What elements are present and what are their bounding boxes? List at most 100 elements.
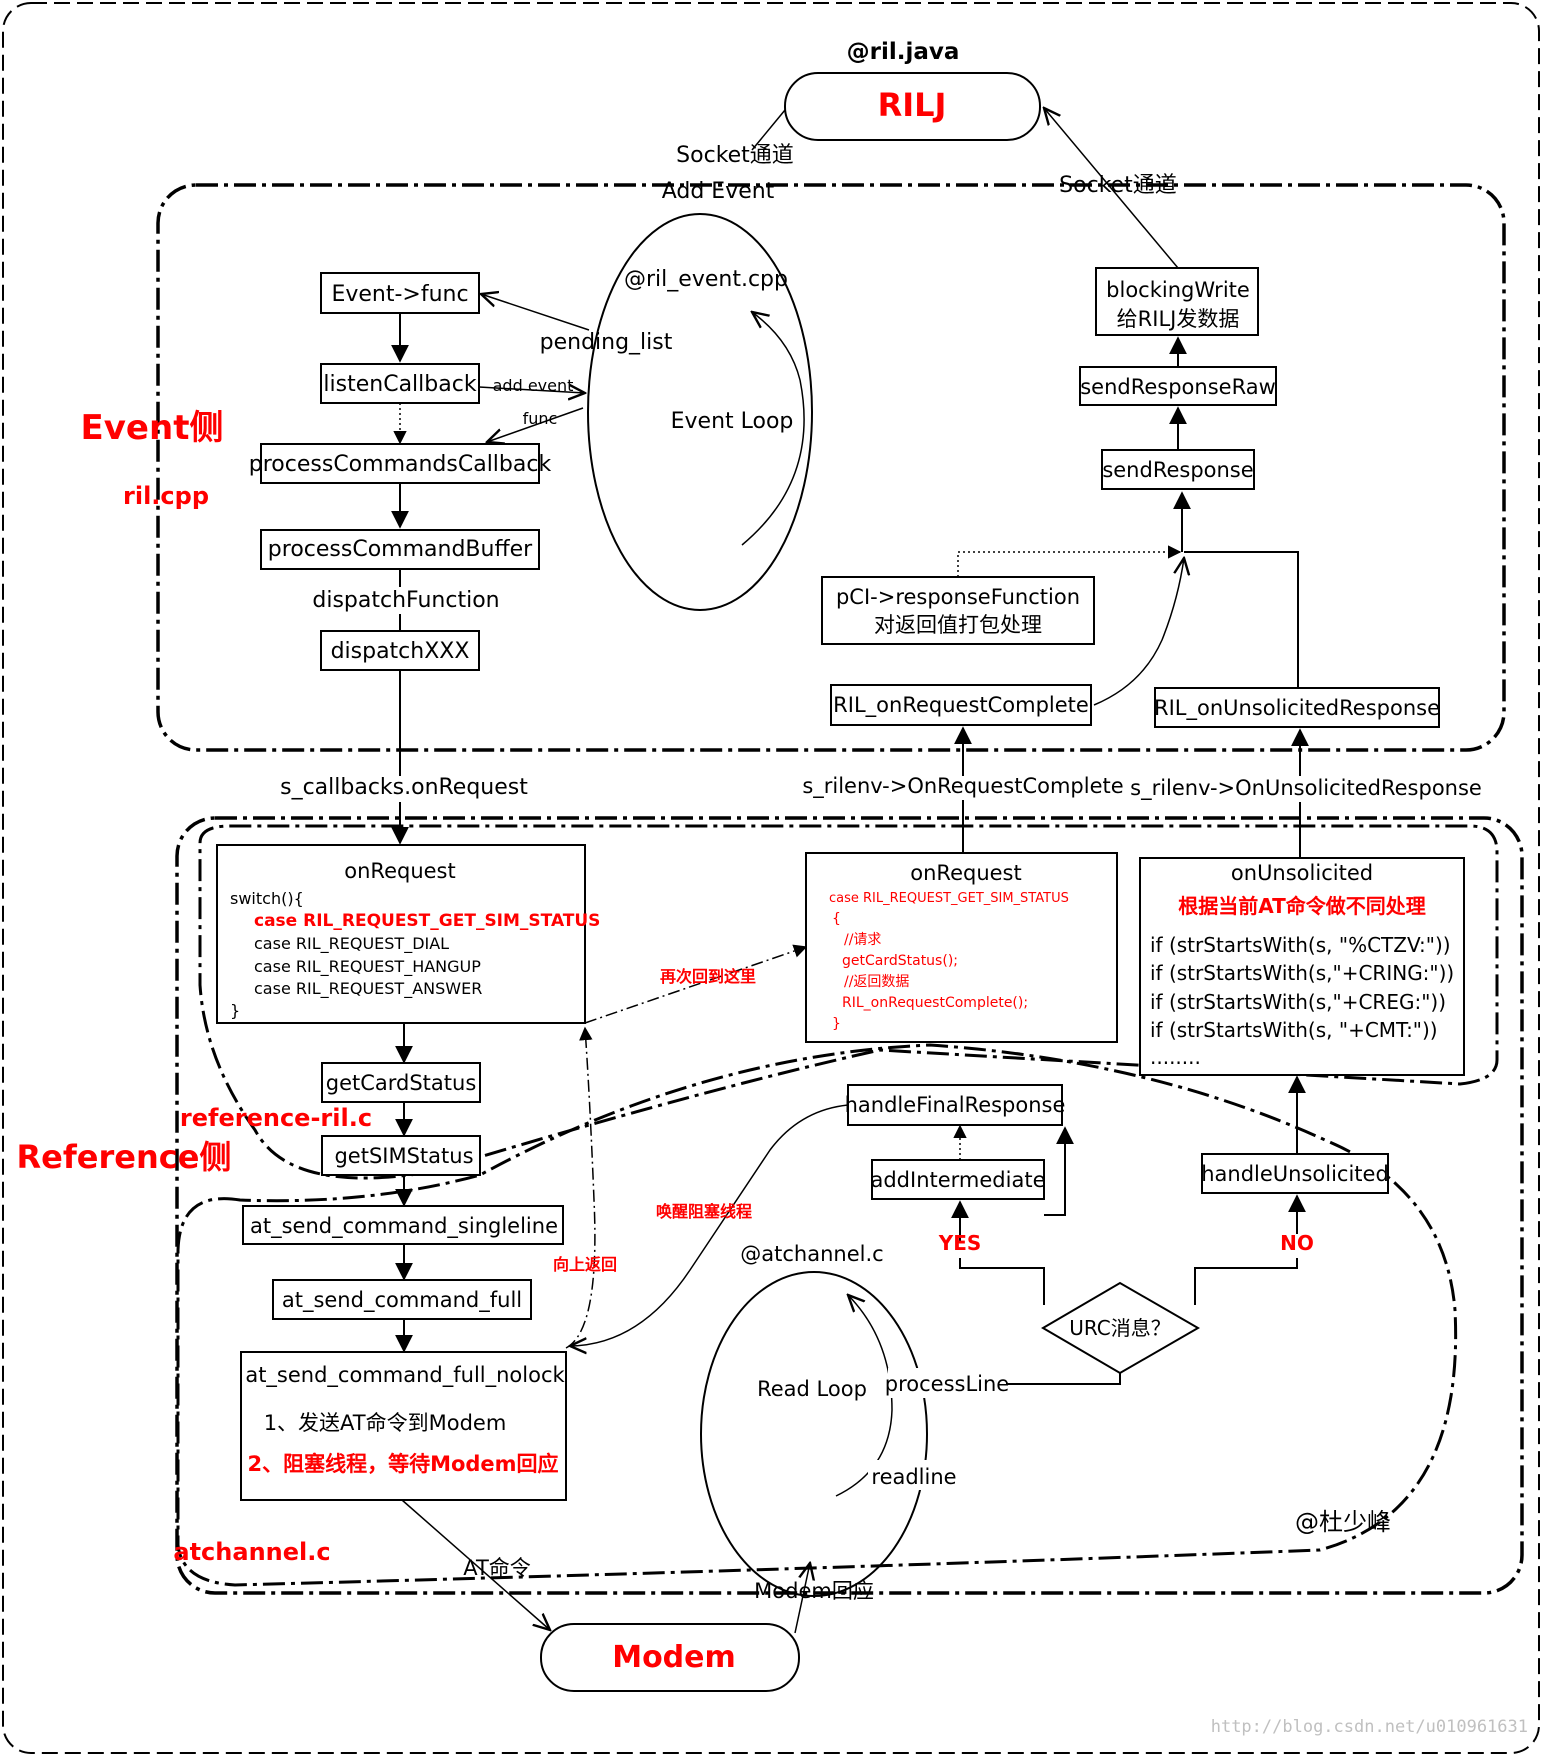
onrequest-detail-title: onRequest xyxy=(910,861,1021,885)
processline-bg xyxy=(888,1368,1006,1398)
onunsolicited-cmt: if (strStartsWith(s, "+CMT:")) xyxy=(1150,1018,1438,1042)
yes-label: YES xyxy=(938,1231,982,1255)
pci-label: pCI->responseFunction xyxy=(836,585,1080,609)
modem-reply-arrow xyxy=(794,1563,810,1634)
pending-list-label: pending_list xyxy=(540,330,673,355)
add-event-arrow xyxy=(478,387,585,393)
urc-no-line xyxy=(1194,1258,1298,1305)
send-response-raw-label: sendResponseRaw xyxy=(1080,375,1276,399)
onrequest-title: onRequest xyxy=(344,859,455,883)
readline-bg xyxy=(868,1460,964,1490)
ril-cpp-label: ril.cpp xyxy=(123,482,209,510)
func-label: func xyxy=(523,409,558,428)
ril-on-request-complete-label: RIL_onRequestComplete xyxy=(833,693,1089,718)
socket-right-label: Socket通道 xyxy=(1059,173,1177,198)
author-label: @杜少峰 xyxy=(1295,1508,1391,1536)
wake-thread-arrow xyxy=(570,1104,849,1346)
s-callbacks-label: s_callbacks.onRequest xyxy=(280,775,528,800)
modem-reply-label: Modem回应 xyxy=(754,1579,874,1603)
step-send-at: 1、发送AT命令到Modem xyxy=(264,1411,507,1435)
send-response-label: sendResponse xyxy=(1102,458,1253,482)
at-command-label: AT命令 xyxy=(463,1556,531,1580)
s-rilenv-unsolicited-label: s_rilenv->OnUnsolicitedResponse xyxy=(1130,776,1482,801)
readline-label: readline xyxy=(871,1465,956,1489)
onunsolicited-title: onUnsolicited xyxy=(1231,861,1373,885)
reference-region-boundary xyxy=(175,816,1524,1595)
unsol-to-join-line xyxy=(1184,551,1299,688)
read-loop-arrow xyxy=(835,1295,893,1497)
urc-decision-label: URC消息？ xyxy=(1069,1316,1171,1340)
handle-final-response-label: handleFinalResponse xyxy=(845,1093,1066,1117)
ril-on-request-complete-box xyxy=(830,684,1092,726)
read-loop-ellipse xyxy=(700,1271,928,1597)
at-send-command-singleline-box xyxy=(242,1205,564,1245)
onrequest-switch: switch(){ xyxy=(230,889,304,908)
add-event-label: add event xyxy=(493,376,574,395)
urc-yes-line xyxy=(959,1258,1045,1305)
onrequest-detail-open: { xyxy=(832,911,841,927)
socket-left-line xyxy=(751,109,786,151)
pending-list-arrow xyxy=(481,294,590,331)
onrequest-case-dial: case RIL_REQUEST_DIAL xyxy=(254,934,449,954)
process-command-buffer-label: processCommandBuffer xyxy=(268,537,533,562)
send-response-box xyxy=(1101,449,1255,490)
return-up-label: 向上返回 xyxy=(553,1255,617,1274)
socket-right-arrow xyxy=(1044,108,1179,269)
return-up-arrow xyxy=(565,1026,596,1349)
listen-callback-label: listenCallback xyxy=(323,372,476,397)
onunsolicited-subtitle: 根据当前AT命令做不同处理 xyxy=(1178,894,1426,918)
modem-node xyxy=(540,1623,800,1692)
onunsolicited-box xyxy=(1139,857,1465,1076)
rilj-label: RILJ xyxy=(878,86,947,124)
get-sim-status-label: getSIMStatus xyxy=(334,1144,473,1168)
process-commands-callback-box xyxy=(260,443,540,484)
at-send-command-full-nolock-label: at_send_command_full_nolock xyxy=(245,1363,565,1388)
dispatch-function-label: dispatchFunction xyxy=(312,588,499,613)
processline-urc-line xyxy=(1005,1373,1121,1385)
at-send-command-singleline-label: at_send_command_singleline xyxy=(250,1214,558,1239)
onunsolicited-ellipsis: ........ xyxy=(1150,1045,1201,1069)
event-loop-arrow xyxy=(741,312,805,546)
onrequest-detail-close: } xyxy=(832,1016,841,1032)
at-command-arrow xyxy=(401,1499,550,1630)
onrequest-box xyxy=(216,844,586,1024)
dispatch-xxx-label: dispatchXXX xyxy=(331,639,470,664)
blocking-write-label: blockingWrite xyxy=(1106,278,1250,302)
event-func-label: Event->func xyxy=(331,282,468,307)
onrequest-detail-complete: RIL_onRequestComplete(); xyxy=(842,995,1028,1011)
atchannel-c-label: atchannel.c xyxy=(173,1538,330,1566)
read-loop-label: Read Loop xyxy=(757,1377,867,1401)
urc-decision-diamond xyxy=(1041,1281,1201,1375)
get-sim-status-box xyxy=(321,1135,481,1176)
ril-on-unsolicited-response-label: RIL_onUnsolicitedResponse xyxy=(1154,696,1440,721)
onrequest-detail-getcardstatus: getCardStatus(); xyxy=(842,953,958,969)
wake-thread-label: 唤醒阻塞线程 xyxy=(656,1202,752,1221)
ril-event-cpp-label: @ril_event.cpp xyxy=(624,267,788,292)
rilj-node xyxy=(784,72,1041,141)
no-label: NO xyxy=(1280,1231,1314,1255)
reference-ril-boundary xyxy=(198,824,1499,1180)
send-response-raw-box xyxy=(1079,366,1277,406)
event-region-boundary xyxy=(156,183,1506,752)
onrequest-case-sim-status: case RIL_REQUEST_GET_SIM_STATUS xyxy=(254,911,600,931)
onrequest-detail-case: case RIL_REQUEST_GET_SIM_STATUS xyxy=(829,891,1069,906)
ril-java-label: @ril.java xyxy=(847,39,960,65)
atchannel-boundary xyxy=(176,1043,1458,1587)
socket-left-label: Socket通道 xyxy=(676,143,794,168)
process-command-buffer-box xyxy=(260,529,540,570)
get-card-status-label: getCardStatus xyxy=(326,1071,477,1095)
add-intermediate-label: addIntermediate xyxy=(870,1168,1045,1192)
modem-label: Modem xyxy=(612,1640,736,1675)
at-send-command-full-nolock-box xyxy=(240,1351,567,1501)
pci-box xyxy=(821,576,1095,645)
onrequest-detail-box xyxy=(805,852,1118,1043)
blocking-write-box xyxy=(1095,267,1259,336)
reference-ril-c-label: reference-ril.c xyxy=(180,1104,372,1132)
pci-sub: 对返回值打包处理 xyxy=(874,613,1042,637)
add-intermediate-box xyxy=(871,1159,1045,1200)
handle-unsolicited-box xyxy=(1201,1153,1389,1194)
ril-on-unsolicited-response-box xyxy=(1154,687,1440,728)
watermark-url: http://blog.csdn.net/u010961631 xyxy=(1211,1717,1528,1737)
